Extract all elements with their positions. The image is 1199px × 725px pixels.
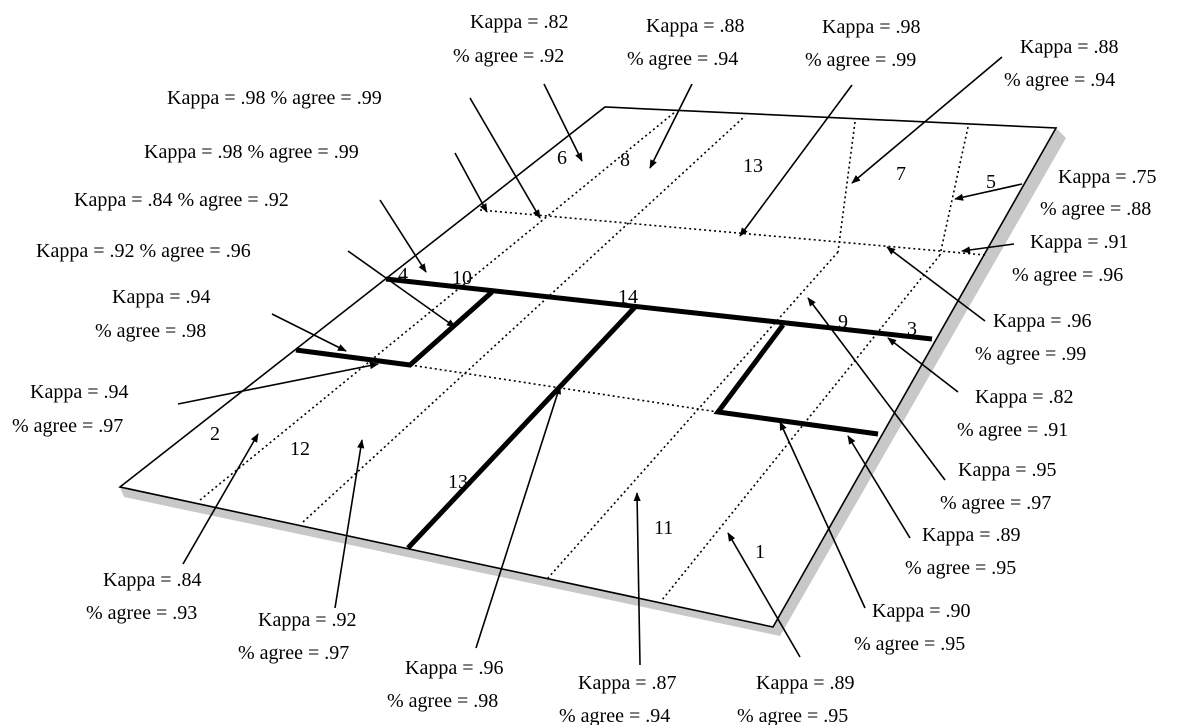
region-label-11: 11: [654, 517, 673, 539]
region-label-13-top: 13: [743, 155, 763, 177]
annotation-a22-agree: % agree = .95: [737, 705, 848, 725]
thick-line-top: [385, 276, 933, 342]
arrow-a13: [177, 362, 379, 405]
thick-boundaries: [295, 276, 933, 550]
annotation-a5-line: Kappa = .98 % agree = .99: [167, 87, 382, 109]
boundary-line-mid-cross: [409, 364, 719, 413]
annotation-a14-kappa: Kappa = .82: [975, 386, 1073, 408]
region-label-6: 6: [557, 147, 567, 169]
arrow-a1: [543, 83, 583, 162]
arrow-a15: [807, 297, 946, 481]
region-label-13-bottom: 13: [448, 471, 468, 493]
annotation-a20-kappa: Kappa = .96: [405, 657, 503, 679]
region-numbers: 1 2 3 4 5 6 7 8 9 10 11 12 13 13 14: [210, 147, 996, 563]
annotation-a18-kappa: Kappa = .84: [103, 569, 201, 591]
annotation-a12-kappa: Kappa = .96: [993, 310, 1091, 332]
region-label-3: 3: [907, 318, 917, 340]
annotation-a21-kappa: Kappa = .87: [578, 672, 676, 694]
arrow-a16: [847, 435, 911, 539]
arrow-a10: [961, 243, 1015, 254]
thick-box-left: [295, 290, 494, 368]
annotation-a2-agree: % agree = .94: [627, 48, 738, 70]
arrow-a17: [779, 421, 866, 609]
arrow-a3: [739, 84, 853, 237]
annotation-a12-agree: % agree = .99: [975, 343, 1086, 365]
arrow-a5: [469, 97, 541, 219]
annotation-a18-agree: % agree = .93: [86, 602, 197, 624]
thick-line-diagonal: [406, 304, 638, 550]
annotation-a6-line: Kappa = .98 % agree = .99: [144, 141, 359, 163]
boundary-line-left-mid: [302, 115, 746, 523]
annotation-a4-kappa: Kappa = .88: [1020, 36, 1118, 58]
arrow-a9: [954, 183, 1023, 201]
arrow-a6: [454, 152, 488, 213]
annotation-a15-agree: % agree = .97: [940, 492, 1051, 514]
arrow-a2: [649, 83, 693, 169]
arrow-a22: [727, 532, 801, 658]
arrow-a20: [475, 385, 561, 649]
annotation-a16-agree: % agree = .95: [905, 557, 1016, 579]
annotation-a2-kappa: Kappa = .88: [646, 15, 744, 37]
arrow-a12: [886, 246, 986, 322]
region-label-8: 8: [620, 149, 630, 171]
annotation-a7-line: Kappa = .84 % agree = .92: [74, 189, 289, 211]
arrow-a7: [379, 199, 427, 273]
annotation-a1-agree: % agree = .92: [453, 45, 564, 67]
annotation-a22-kappa: Kappa = .89: [756, 672, 854, 694]
annotation-a19-agree: % agree = .97: [238, 642, 349, 664]
arrow-a8: [347, 250, 456, 328]
annotation-a10-agree: % agree = .96: [1012, 264, 1123, 286]
boundary-line-right-top-a: [837, 121, 856, 253]
annotation-a20-agree: % agree = .98: [387, 690, 498, 712]
annotation-a21-agree: % agree = .94: [559, 705, 670, 725]
thick-box-right: [713, 323, 879, 437]
annotation-labels: Kappa = .82 % agree = .92 Kappa = .88 % …: [12, 11, 1156, 725]
boundary-line-right-lower-b: [661, 254, 941, 601]
arrow-a14: [887, 337, 959, 393]
arrow-a11: [271, 313, 347, 352]
annotation-a14-agree: % agree = .91: [957, 419, 1068, 441]
annotation-a11-agree: % agree = .98: [95, 320, 206, 342]
arrow-a4: [851, 56, 1003, 184]
annotation-a10-kappa: Kappa = .91: [1030, 231, 1128, 253]
region-label-1: 1: [755, 541, 765, 563]
annotation-a16-kappa: Kappa = .89: [922, 524, 1020, 546]
annotation-a15-kappa: Kappa = .95: [958, 459, 1056, 481]
region-label-12: 12: [290, 438, 310, 460]
annotation-a17-agree: % agree = .95: [854, 633, 965, 655]
arrow-a21: [633, 492, 641, 666]
region-label-2: 2: [210, 423, 220, 445]
boundary-line-right-top-b: [939, 126, 969, 256]
annotation-a13-agree: % agree = .97: [12, 415, 123, 437]
annotation-a13-kappa: Kappa = .94: [30, 381, 128, 403]
region-label-9: 9: [838, 311, 848, 333]
annotation-a3-kappa: Kappa = .98: [822, 16, 920, 38]
region-label-14: 14: [618, 286, 638, 308]
annotation-a4-agree: % agree = .94: [1004, 69, 1115, 91]
annotation-a9-kappa: Kappa = .75: [1058, 166, 1156, 188]
annotation-a8-line: Kappa = .92 % agree = .96: [36, 240, 251, 262]
annotation-a1-kappa: Kappa = .82: [470, 11, 568, 33]
boundary-line-left-outer: [199, 111, 676, 501]
region-label-4: 4: [398, 264, 408, 286]
annotation-a19-kappa: Kappa = .92: [258, 609, 356, 631]
annotation-a9-agree: % agree = .88: [1040, 198, 1151, 220]
slab-surface: [118, 106, 1058, 628]
dotted-boundaries: [199, 111, 986, 601]
arrow-a19: [334, 439, 365, 609]
annotation-a3-agree: % agree = .99: [805, 49, 916, 71]
region-label-7: 7: [896, 163, 906, 185]
region-label-5: 5: [986, 171, 996, 193]
arrow-a18: [182, 433, 259, 565]
region-label-10: 10: [452, 267, 472, 289]
annotation-arrows: [177, 56, 1023, 666]
annotation-a11-kappa: Kappa = .94: [112, 286, 210, 308]
annotation-a17-kappa: Kappa = .90: [872, 600, 970, 622]
